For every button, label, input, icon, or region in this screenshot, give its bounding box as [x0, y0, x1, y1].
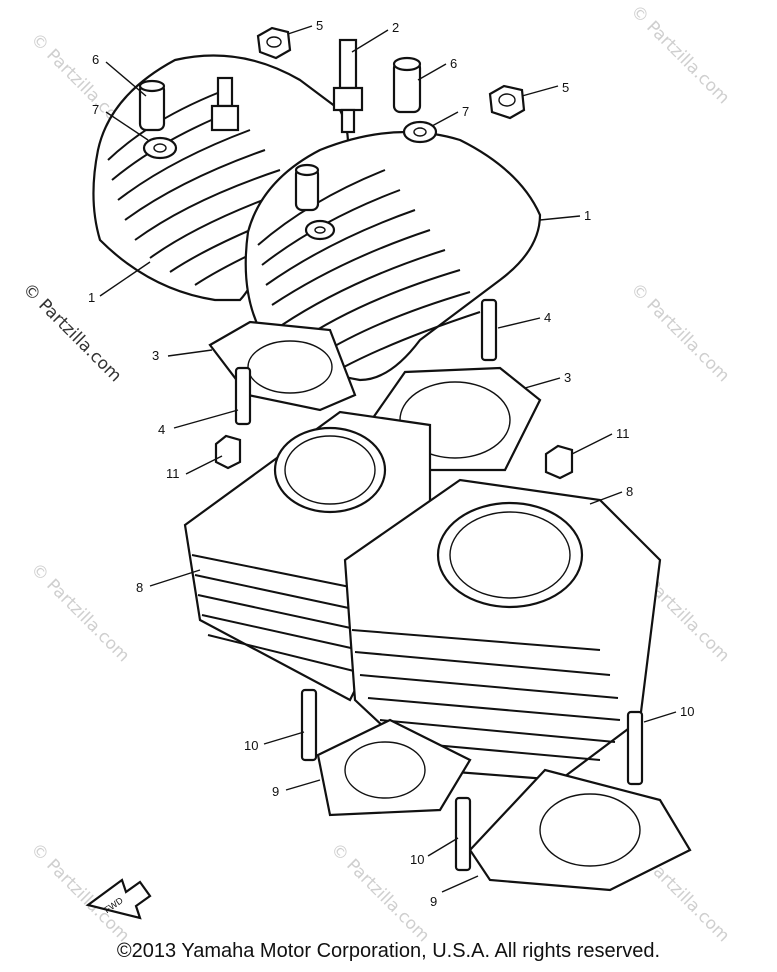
dowel-pin [294, 163, 320, 212]
stud-bolt [454, 796, 472, 872]
cylinder-right [343, 478, 662, 782]
flange-bolt [544, 444, 574, 480]
callout-11: 11 [616, 426, 630, 441]
callout-6: 6 [92, 52, 99, 67]
watermark: © Partzilla.com [626, 1, 733, 108]
callout-5: 5 [316, 18, 323, 33]
callout-8: 8 [136, 580, 143, 595]
washer [304, 219, 336, 241]
forward-arrow-icon: FWD [85, 878, 152, 920]
callout-5: 5 [562, 80, 569, 95]
callout-2: 2 [392, 20, 399, 35]
washer [402, 120, 438, 144]
spark-plug [210, 76, 240, 132]
watermark-dark: © Partzilla.com [18, 279, 125, 386]
washer [142, 136, 178, 160]
callout-4: 4 [544, 310, 551, 325]
callout-3: 3 [152, 348, 159, 363]
callout-1: 1 [88, 290, 95, 305]
callout-labels: 5 2 6 6 5 7 7 1 1 3 4 3 4 11 11 8 8 10 1… [88, 18, 694, 909]
stud-bolt [234, 366, 252, 426]
cap-nut [488, 84, 526, 120]
dowel-pin [392, 56, 422, 114]
stud-bolt [626, 710, 644, 786]
cap-nut [256, 26, 292, 60]
callout-3: 3 [564, 370, 571, 385]
callout-6: 6 [450, 56, 457, 71]
stud-bolt [480, 298, 498, 362]
callout-11: 11 [166, 466, 180, 481]
copyright-notice: ©2013 Yamaha Motor Corporation, U.S.A. A… [116, 940, 661, 962]
callout-9: 9 [430, 894, 437, 909]
callout-10: 10 [410, 852, 424, 867]
callout-10: 10 [680, 704, 694, 719]
base-gasket [316, 718, 472, 817]
callout-7: 7 [462, 104, 469, 119]
callout-8: 8 [626, 484, 633, 499]
watermark: © Partzilla.com [626, 279, 733, 386]
callout-9: 9 [272, 784, 279, 799]
dowel-pin [138, 79, 166, 132]
spark-plug [332, 38, 364, 134]
flange-bolt [214, 434, 242, 470]
callout-10: 10 [244, 738, 258, 753]
callout-4: 4 [158, 422, 165, 437]
base-gasket [468, 768, 692, 892]
callout-1: 1 [584, 208, 591, 223]
watermark: © Partzilla.com [26, 559, 133, 666]
stud-bolt [300, 688, 318, 762]
leader-lines [99, 25, 677, 893]
callout-7: 7 [92, 102, 99, 117]
